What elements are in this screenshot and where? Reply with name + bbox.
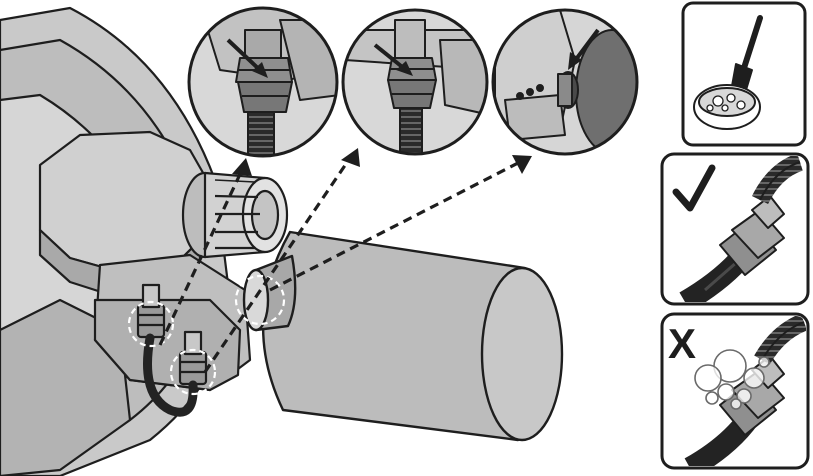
arrow-heads (232, 148, 532, 176)
panel-leak: X (660, 312, 810, 470)
panel-no-leak (660, 152, 810, 306)
leak-bubbles (694, 349, 770, 410)
zoom-3-pointer-icon (572, 28, 600, 64)
panel-soapy-water (681, 1, 807, 147)
arrow-to-zoom-2 (203, 157, 352, 373)
highlight-cylinder-seal (234, 274, 286, 326)
control-knob (181, 171, 289, 259)
arrow-to-zoom-1 (158, 169, 244, 346)
callout-arrows (158, 157, 521, 373)
highlight-circles (127, 274, 286, 396)
brush-and-bowl-icon (693, 15, 763, 130)
zoom-fitting-2 (341, 8, 489, 156)
highlight-fitting-right (169, 348, 217, 396)
gas-hose (143, 333, 198, 417)
check-mark-icon (672, 164, 716, 212)
fitting-left (136, 283, 166, 339)
zoom-cylinder-seal (491, 8, 639, 156)
gas-cylinder (242, 230, 564, 442)
arrow-to-zoom-3 (269, 160, 521, 292)
leak-x-mark: X (668, 320, 696, 367)
zoom-1-pointer-icon (226, 38, 264, 74)
appliance-body (0, 6, 289, 476)
highlight-fitting-left (127, 300, 175, 348)
zoom-fitting-1 (187, 6, 339, 158)
